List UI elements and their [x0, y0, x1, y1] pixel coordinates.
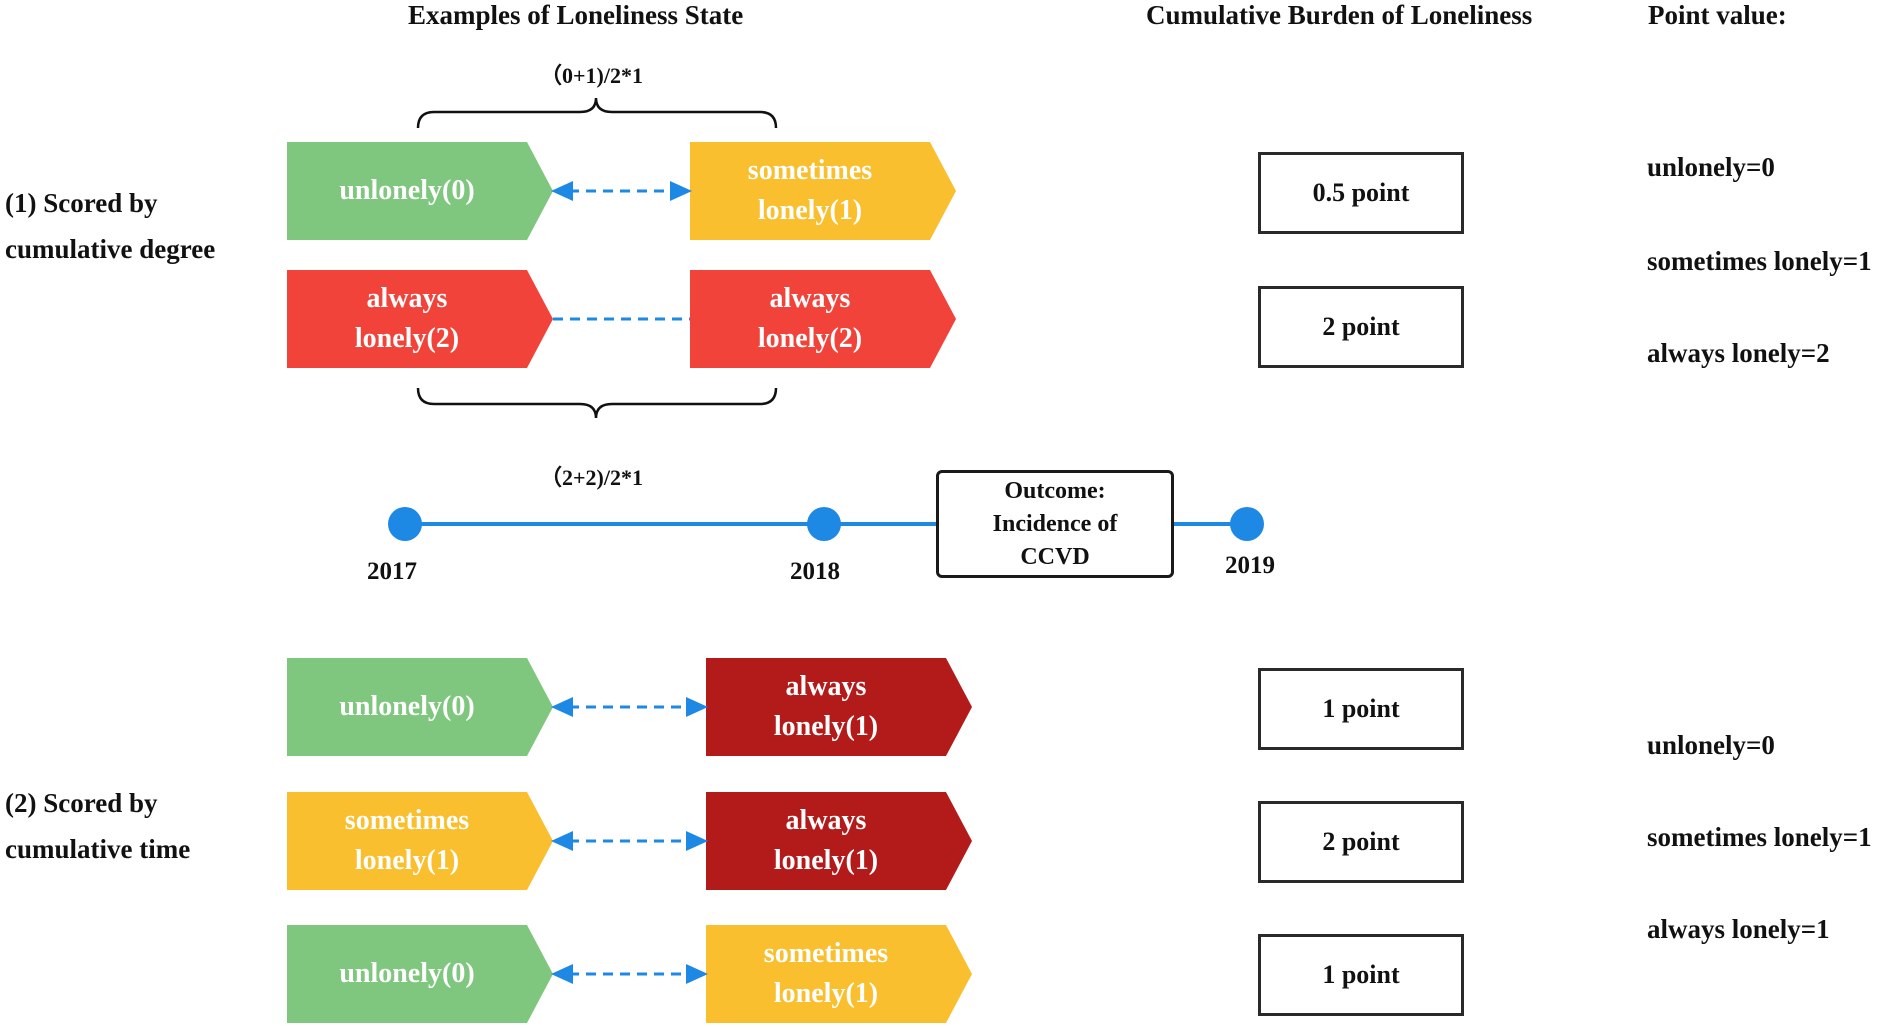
pv2-unlonely: unlonely=0 [1647, 730, 1775, 760]
s1-row1-left-state: unlonely(0) [287, 142, 553, 240]
section2-label-line1: (2) Scored by [5, 788, 158, 818]
s2-row3-right-state: sometimes lonely(1) [706, 925, 972, 1023]
year-2017: 2017 [367, 558, 417, 585]
s1-row2-right-state: always lonely(2) [690, 270, 956, 368]
pv2-sometimes: sometimes lonely=1 [1647, 822, 1872, 852]
s1-row1-burden-box: 0.5 point [1258, 152, 1464, 234]
s2-row3-right-state-text: sometimes [763, 938, 889, 969]
header-examples: Examples of Loneliness State [408, 0, 744, 30]
s1-row1-left-state-text: unlonely(0) [339, 175, 475, 206]
s2-row1-burden-box: 1 point [1258, 668, 1464, 750]
s2-row2-right-state-text: lonely(1) [773, 845, 879, 876]
s2-row1-left-state-text: unlonely(0) [339, 691, 475, 722]
outcome-line2: Incidence of [992, 510, 1118, 537]
s1-row1-right-state-text: lonely(1) [757, 195, 863, 226]
s2-row2-right-state: always lonely(1) [706, 792, 972, 890]
formula-top: （0+1)/2*1 [540, 63, 643, 88]
s1-row2-right-state-text: lonely(2) [757, 323, 863, 354]
s1-row2-right-state-text: always [769, 283, 851, 314]
year-2018: 2018 [790, 558, 840, 585]
section1-label: (1) Scored by cumulative degree [5, 180, 215, 272]
year-2019: 2019 [1225, 552, 1275, 579]
timeline-dot-2019 [1230, 507, 1264, 541]
s2-row2-left-state: sometimes lonely(1) [287, 792, 553, 890]
header-cumulative-burden: Cumulative Burden of Loneliness [1146, 0, 1533, 30]
top-brace [416, 97, 778, 129]
s2-row3-left-state-text: unlonely(0) [339, 958, 475, 989]
s2-row2-left-state-text: sometimes [344, 805, 470, 836]
s2-row1-right-state-text: lonely(1) [773, 711, 879, 742]
s1-row2-left-state: always lonely(2) [287, 270, 553, 368]
s2-row3-left-state: unlonely(0) [287, 925, 553, 1023]
outcome-box: Outcome: Incidence of CCVD [936, 470, 1174, 578]
s2-row1-left-state: unlonely(0) [287, 658, 553, 756]
outcome-line1: Outcome: [1004, 477, 1106, 504]
s1-row1-right-state-text: sometimes [747, 155, 873, 186]
outcome-line3: CCVD [1020, 543, 1090, 570]
s2-row1-right-state-text: always [785, 671, 867, 702]
s2-row2-left-state-text: lonely(1) [354, 845, 460, 876]
bottom-brace [416, 387, 778, 419]
s2-row1-right-state: always lonely(1) [706, 658, 972, 756]
section1-label-line1: (1) Scored by [5, 188, 158, 218]
section1-label-line2: cumulative degree [5, 234, 216, 264]
pv1-sometimes: sometimes lonely=1 [1647, 246, 1872, 276]
pv1-always: always lonely=2 [1647, 338, 1830, 368]
section2-label-line2: cumulative time [5, 834, 191, 864]
s1-row2-burden-box: 2 point [1258, 286, 1464, 368]
s2-row2-burden-box: 2 point [1258, 801, 1464, 883]
s1-row2-left-state-text: lonely(2) [354, 323, 460, 354]
pv2-always: always lonely=1 [1647, 914, 1830, 944]
pv1-unlonely: unlonely=0 [1647, 152, 1775, 182]
timeline-dot-2018 [807, 507, 841, 541]
s1-row2-left-state-text: always [366, 283, 448, 314]
formula-bottom: （2+2)/2*1 [540, 465, 643, 490]
s2-row2-right-state-text: always [785, 805, 867, 836]
s1-row1-right-state: sometimes lonely(1) [690, 142, 956, 240]
s2-row3-right-state-text: lonely(1) [773, 978, 879, 1009]
section2-label: (2) Scored by cumulative time [5, 780, 190, 872]
header-point-value: Point value: [1648, 0, 1787, 30]
s2-row3-burden-box: 1 point [1258, 934, 1464, 1016]
timeline-dot-2017 [388, 507, 422, 541]
